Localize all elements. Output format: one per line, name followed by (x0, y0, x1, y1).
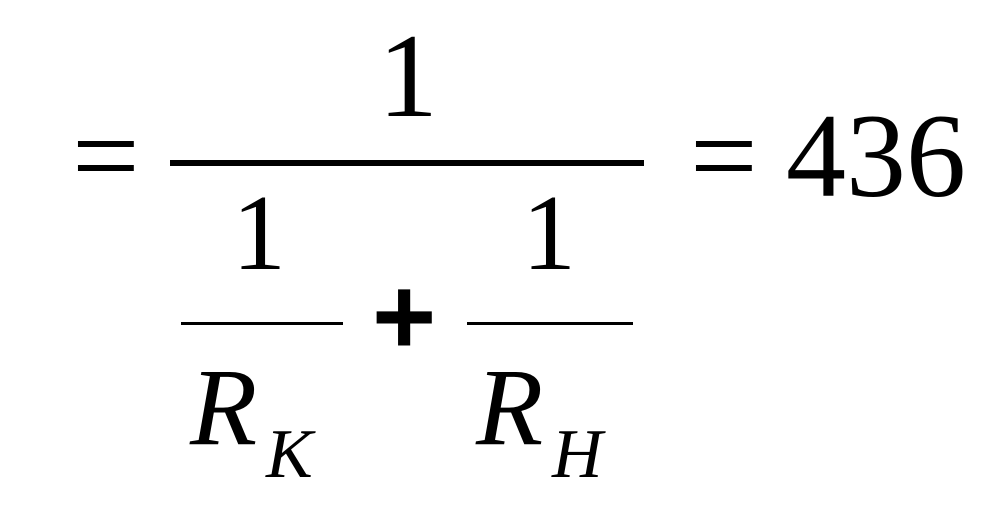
left-denominator-subscript: K (266, 416, 313, 493)
left-numerator: 1 (232, 174, 286, 293)
left-fraction-bar (181, 322, 343, 325)
right-numerator: 1 (522, 174, 576, 293)
equals-sign-right: = (690, 89, 758, 222)
left-denominator-variable: R (190, 346, 258, 468)
right-denominator-variable: R (476, 346, 544, 468)
result-value: 436 (786, 89, 966, 222)
right-denominator-subscript: H (552, 416, 603, 493)
main-numerator: 1 (378, 9, 438, 142)
right-fraction-bar (467, 322, 633, 325)
main-fraction-bar (170, 160, 644, 166)
plus-sign: + (372, 255, 437, 378)
equals-sign-left: = (72, 89, 140, 222)
